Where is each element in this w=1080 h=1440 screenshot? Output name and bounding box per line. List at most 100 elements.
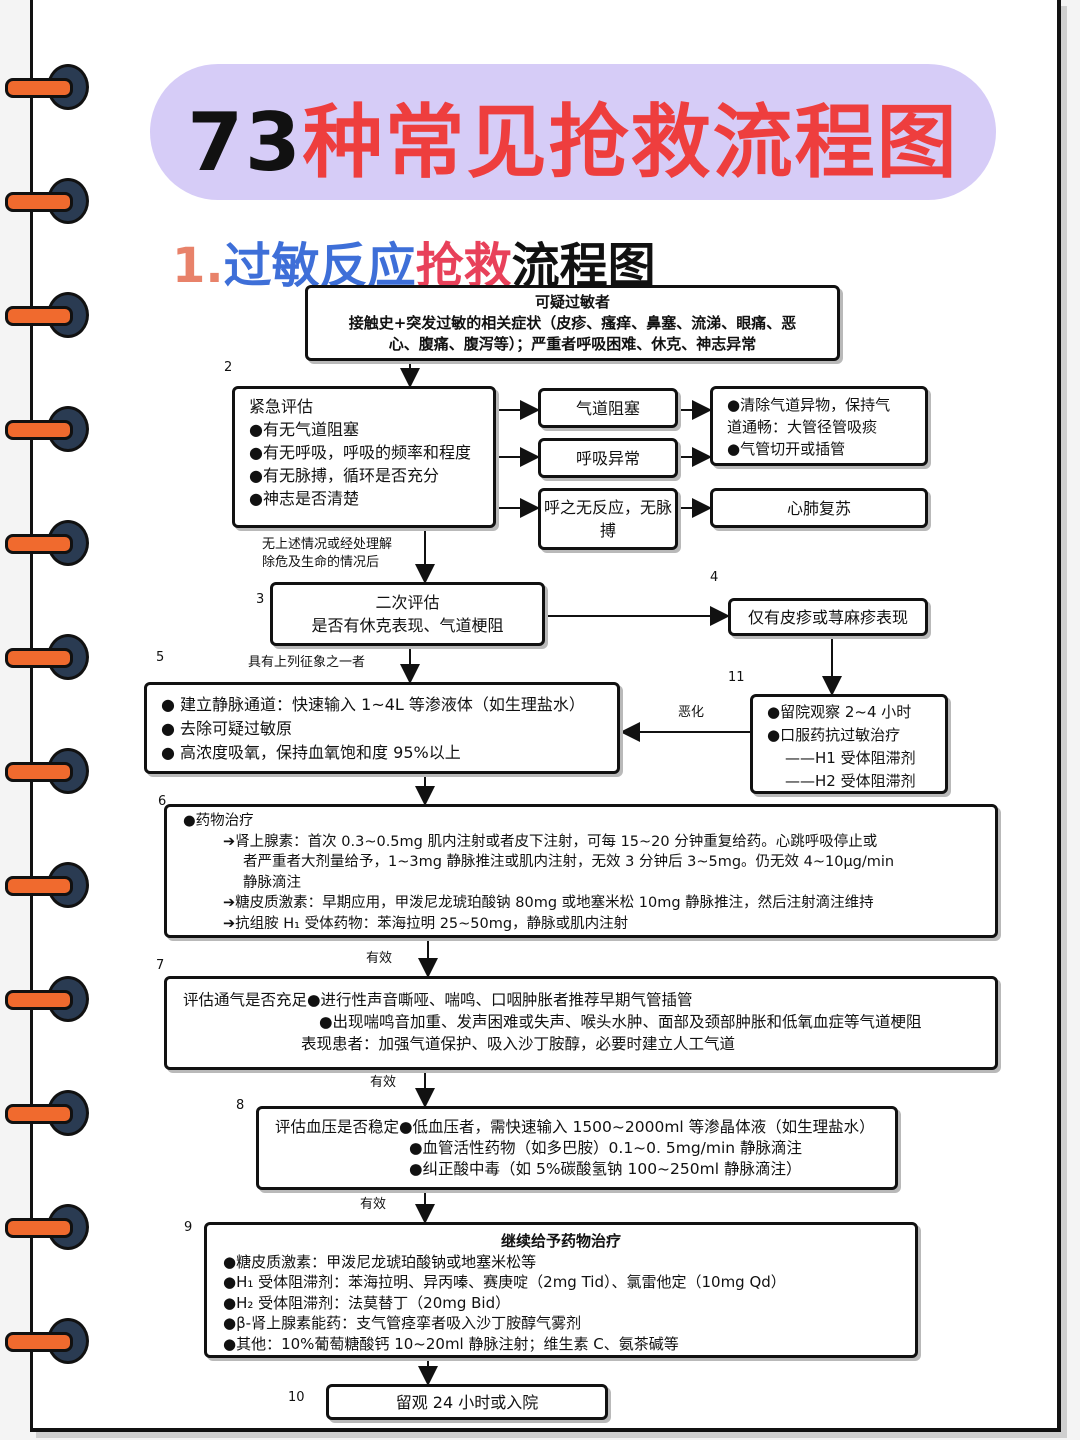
observe-item: ●口服药抗过敏治疗: [767, 726, 901, 744]
drug-heading: ●药物治疗: [183, 813, 254, 829]
emergency-item: ●神志是否清楚: [249, 489, 359, 508]
step-number: 9: [184, 1220, 193, 1235]
effective-label: 有效: [370, 1075, 397, 1090]
binder-ring: [5, 62, 89, 110]
final-label: 留观 24 小时或入院: [395, 1393, 539, 1412]
drug-line: 静脉滴注: [243, 874, 301, 891]
airway-block-box: 气道阻塞: [538, 388, 678, 428]
title-number: 73: [187, 96, 303, 189]
binder-ring: [5, 746, 89, 794]
no-response-label: 呼之无反应，无脉: [543, 498, 672, 517]
secondary-line: 是否有休克表现、气道梗阻: [311, 616, 504, 635]
step-number: 11: [728, 670, 745, 685]
airway-block-label: 气道阻塞: [575, 399, 640, 418]
step-number: 6: [158, 794, 167, 809]
section-title-part: 过敏反应: [223, 238, 416, 294]
binder-ring: [5, 176, 89, 224]
blood-pressure-box: 评估血压是否稳定●低血压者，需快速输入 1500~2000ml 等渗晶体液（如生…: [256, 1106, 898, 1190]
drug-line: ➔抗组胺 H₁ 受体药物：苯海拉明 25~50mg，静脉或肌内注射: [223, 915, 629, 932]
breath-abnormal-box: 呼吸异常: [538, 438, 678, 478]
iv-item: ● 高浓度吸氧，保持血氧饱和度 95%以上: [161, 743, 461, 762]
page-title: 73种常见抢救流程图: [150, 78, 996, 194]
observe-item: ——H2 受体阻滞剂: [785, 772, 916, 790]
binder-ring: [5, 1088, 89, 1136]
emergency-item: ●有无气道阻塞: [249, 420, 359, 439]
ventilation-line: ●出现喘鸣音加重、发声困难或失声、喉头水肿、面部及颈部肿胀和低氧血症等气道梗阻: [319, 1013, 922, 1031]
continue-therapy-box: 继续给予药物治疗 ●糖皮质激素：甲泼尼龙琥珀酸钠或地塞米松等 ●H₁ 受体阻滞剂…: [204, 1222, 918, 1358]
binder-ring: [5, 1202, 89, 1250]
section-title-part: 抢救: [415, 238, 512, 294]
airway-action-line: ●气管切开或插管: [727, 440, 846, 458]
has-signs-note: 具有上列征象之一者: [248, 655, 366, 670]
section-number: 1.: [172, 238, 224, 294]
emergency-assessment-box: 紧急评估 ●有无气道阻塞 ●有无呼吸，呼吸的频率和程度 ●有无脉搏，循环是否充分…: [232, 386, 496, 528]
step-number: 4: [710, 570, 719, 585]
section-title-part: 流程图: [511, 238, 656, 294]
iv-item: ● 去除可疑过敏原: [161, 719, 293, 738]
binder-ring: [5, 518, 89, 566]
airway-action-box: ●清除气道异物，保持气 道通畅：大管径管吸痰 ●气管切开或插管: [710, 386, 928, 466]
section-title: 1.过敏反应抢救流程图: [172, 226, 656, 296]
suspect-heading: 可疑过敏者: [534, 293, 610, 311]
binder-ring: [5, 860, 89, 908]
step-number: 3: [256, 592, 265, 607]
drug-line: ➔肾上腺素：首次 0.3~0.5mg 肌内注射或者皮下注射，可每 15~20 分…: [223, 833, 878, 850]
title-banner: 73种常见抢救流程图: [150, 64, 996, 200]
no-response-box: 呼之无反应，无脉 搏: [538, 488, 678, 550]
bp-line: ●纠正酸中毒（如 5%碳酸氢钠 100~250ml 静脉滴注）: [409, 1160, 802, 1178]
final-box: 留观 24 小时或入院: [326, 1384, 608, 1420]
skin-only-box: 仅有皮疹或荨麻疹表现: [728, 598, 928, 636]
drug-line: 者严重者大剂量给予，1~3mg 静脉推注或肌内注射，无效 3 分钟后 3~5mg…: [243, 854, 895, 870]
continue-item: ●H₁ 受体阻滞剂：苯海拉明、异丙嗪、赛庚啶（2mg Tid）、氯雷他定（10m…: [223, 1273, 786, 1291]
suspect-box: 可疑过敏者 接触史+突发过敏的相关症状（皮疹、瘙痒、鼻塞、流涕、眼痛、恶 心、腹…: [305, 285, 840, 361]
drug-line: ➔糖皮质激素：早期应用，甲泼尼龙琥珀酸钠 80mg 或地塞米松 10mg 静脉推…: [223, 895, 874, 911]
binder-ring: [5, 974, 89, 1022]
step-number: 2: [224, 360, 233, 375]
emergency-heading: 紧急评估: [249, 397, 314, 416]
bp-line: ●血管活性药物（如多巴胺）0.1~0. 5mg/min 静脉滴注: [409, 1139, 803, 1157]
step-number: 7: [156, 958, 165, 973]
effective-label: 有效: [360, 1197, 387, 1212]
title-text: 种常见抢救流程图: [302, 96, 959, 189]
ventilation-line: 评估通气是否充足●进行性声音嘶哑、喘鸣、口咽肿胀者推荐早期气管插管: [183, 991, 693, 1009]
none-note-line: 除危及生命的情况后: [262, 555, 380, 570]
continue-item: ●其他：10%葡萄糖酸钙 10~20ml 静脉注射；维生素 C、氨茶碱等: [223, 1334, 679, 1353]
effective-label: 有效: [366, 951, 393, 966]
ventilation-box: 评估通气是否充足●进行性声音嘶哑、喘鸣、口咽肿胀者推荐早期气管插管 ●出现喘鸣音…: [164, 976, 998, 1070]
continue-item: ●糖皮质激素：甲泼尼龙琥珀酸钠或地塞米松等: [223, 1252, 537, 1271]
drug-therapy-box: ●药物治疗 ➔肾上腺素：首次 0.3~0.5mg 肌内注射或者皮下注射，可每 1…: [164, 804, 998, 938]
continue-item: ●H₂ 受体阻滞剂：法莫替丁（20mg Bid）: [223, 1293, 511, 1312]
bp-line: 评估血压是否稳定●低血压者，需快速输入 1500~2000ml 等渗晶体液（如生…: [275, 1118, 875, 1136]
none-note-line: 无上述情况或经处理解: [262, 537, 393, 552]
cpr-label: 心肺复苏: [786, 499, 851, 518]
cpr-box: 心肺复苏: [710, 488, 928, 528]
none-note: 无上述情况或经处理解 除危及生命的情况后: [262, 536, 392, 572]
skin-only-label: 仅有皮疹或荨麻疹表现: [747, 608, 908, 627]
continue-heading: 继续给予药物治疗: [500, 1232, 621, 1250]
observe-item: ——H1 受体阻滞剂: [785, 749, 916, 767]
airway-action-line: 道通畅：大管径管吸痰: [727, 418, 878, 436]
binder-ring: [5, 632, 89, 680]
binder-ring: [5, 404, 89, 452]
emergency-item: ●有无脉搏，循环是否充分: [249, 466, 439, 485]
ventilation-line: 表现患者：加强气道保护、吸入沙丁胺醇，必要时建立人工气道: [301, 1035, 736, 1053]
binder-ring: [5, 290, 89, 338]
observe-box: ●留院观察 2~4 小时 ●口服药抗过敏治疗 ——H1 受体阻滞剂 ——H2 受…: [750, 694, 948, 794]
secondary-assessment-box: 二次评估 是否有休克表现、气道梗阻: [270, 582, 545, 646]
iv-item: ● 建立静脉通道：快速输入 1~4L 等渗液体（如生理盐水）: [161, 695, 585, 714]
continue-item: ●β-肾上腺素能药：支气管痉挛者吸入沙丁胺醇气雾剂: [223, 1314, 582, 1332]
suspect-line: 心、腹痛、腹泻等）；严重者呼吸困难、休克、神志异常: [388, 335, 757, 353]
step-number: 10: [288, 1390, 305, 1405]
iv-box: ● 建立静脉通道：快速输入 1~4L 等渗液体（如生理盐水） ● 去除可疑过敏原…: [144, 682, 620, 774]
breath-abnormal-label: 呼吸异常: [575, 449, 640, 468]
step-number: 8: [236, 1098, 245, 1113]
step-number: 5: [156, 650, 165, 665]
airway-action-line: ●清除气道异物，保持气: [727, 396, 891, 414]
suspect-line: 接触史+突发过敏的相关症状（皮疹、瘙痒、鼻塞、流涕、眼痛、恶: [348, 314, 797, 332]
observe-item: ●留院观察 2~4 小时: [767, 703, 912, 721]
binder-ring: [5, 1316, 89, 1364]
secondary-heading: 二次评估: [375, 593, 440, 612]
worsen-note: 恶化: [678, 705, 705, 720]
emergency-item: ●有无呼吸，呼吸的频率和程度: [249, 443, 471, 462]
